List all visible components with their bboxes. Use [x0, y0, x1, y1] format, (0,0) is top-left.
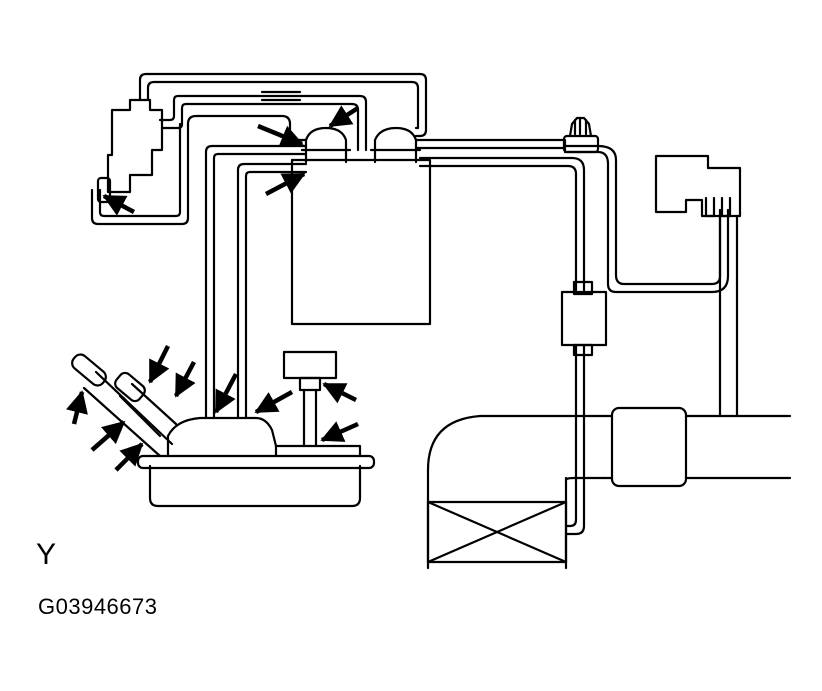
hose-canister-down-outer [418, 156, 586, 292]
intake-duct-right [684, 414, 792, 480]
vsv-left [106, 98, 164, 194]
hose-stub-top [260, 90, 302, 102]
hose-vsv-top-outer [138, 72, 428, 138]
arrow-sensor [322, 381, 358, 404]
arrow-dome-left [257, 123, 304, 147]
hose-canister-throttle-1 [204, 144, 308, 420]
check-valve-cap [568, 116, 593, 138]
hose-vsv-top-inner [146, 80, 420, 130]
arrow-pipe-2 [174, 360, 196, 398]
canister-dome-left [304, 126, 348, 164]
air-filter-box [426, 500, 568, 564]
intake-plenum [148, 464, 362, 508]
throttle-sensor-head [282, 350, 338, 380]
air-intake-elbow [426, 414, 606, 570]
arrow-dome-top [328, 105, 360, 128]
pointer-arrows [66, 105, 360, 472]
figure-id: G03946673 [38, 594, 158, 619]
arrow-canister-left [264, 172, 306, 196]
hose-to-intake [564, 343, 586, 536]
hose-canister-right-outer [414, 138, 722, 286]
arrow-vsv-port [102, 194, 136, 216]
arrow-throttle-top [254, 390, 294, 414]
arrow-sensor-stalk [320, 421, 359, 443]
hose-vsv-low-outer [90, 114, 308, 226]
arrow-pipe-1 [147, 344, 171, 384]
hose-canister-throttle-2 [236, 162, 308, 420]
angled-pipes [71, 353, 178, 458]
arrow-pipe-low [114, 442, 144, 472]
hose-canister-right-inner [414, 146, 730, 294]
check-valve-body [562, 134, 600, 154]
throttle-body-top [166, 416, 362, 458]
pressure-sensor [654, 154, 742, 218]
air-flow-meter [610, 406, 688, 488]
arrow-hose-1 [214, 372, 238, 414]
canister-dome-right [373, 126, 418, 164]
hose-vsv-mid-outer [158, 94, 368, 152]
arrow-pipe-end [66, 390, 88, 425]
arrow-pipe-mid [90, 420, 126, 452]
charcoal-canister [290, 158, 432, 326]
view-label: Y [36, 538, 57, 571]
intake-plenum-flange [136, 454, 376, 470]
hose-vsv-low-inner [98, 122, 182, 218]
vsv-middle [560, 290, 608, 347]
